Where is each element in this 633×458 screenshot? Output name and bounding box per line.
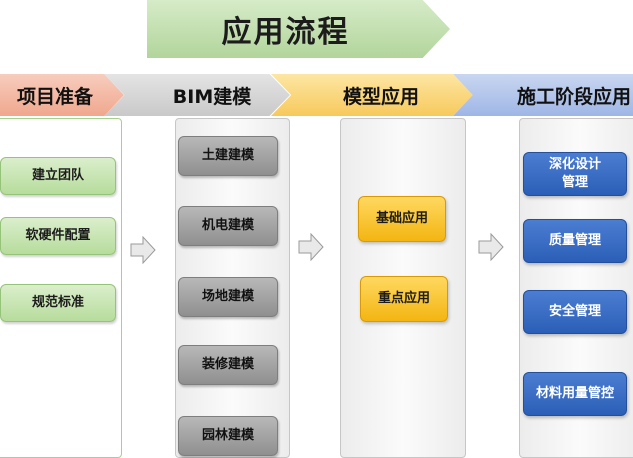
- item-detailed-design-management: 深化设计 管理: [523, 152, 627, 196]
- connector-arrow-icon: [478, 233, 504, 261]
- item-landscape-modeling: 园林建模: [178, 416, 278, 456]
- item-material-control: 材料用量管控: [523, 372, 627, 416]
- phase-header-construction: 施工阶段应用: [453, 74, 633, 116]
- item-standards: 规范标准: [0, 284, 116, 322]
- item-quality-management: 质量管理: [523, 219, 627, 263]
- title-banner: 应用流程: [147, 0, 450, 58]
- item-hardware-software: 软硬件配置: [0, 217, 116, 255]
- item-mep-modeling: 机电建模: [178, 206, 278, 246]
- item-basic-application: 基础应用: [358, 196, 446, 242]
- phase-label: 模型应用: [342, 85, 419, 108]
- phase-label: BIM建模: [172, 85, 252, 108]
- item-build-team: 建立团队: [0, 157, 116, 195]
- item-key-application: 重点应用: [360, 276, 448, 322]
- phase-header-bim-modeling: BIM建模: [104, 74, 290, 116]
- item-safety-management: 安全管理: [523, 290, 627, 334]
- item-site-modeling: 场地建模: [178, 277, 278, 317]
- connector-arrow-icon: [130, 236, 156, 264]
- item-civil-modeling: 土建建模: [178, 136, 278, 176]
- phase-header-preparation: 项目准备: [0, 74, 124, 116]
- phase-label: 施工阶段应用: [516, 85, 631, 108]
- page-title: 应用流程: [221, 15, 350, 50]
- phase-label: 项目准备: [16, 85, 93, 108]
- phase-header-model-application: 模型应用: [271, 74, 473, 116]
- connector-arrow-icon: [298, 233, 324, 261]
- item-decoration-modeling: 装修建模: [178, 345, 278, 385]
